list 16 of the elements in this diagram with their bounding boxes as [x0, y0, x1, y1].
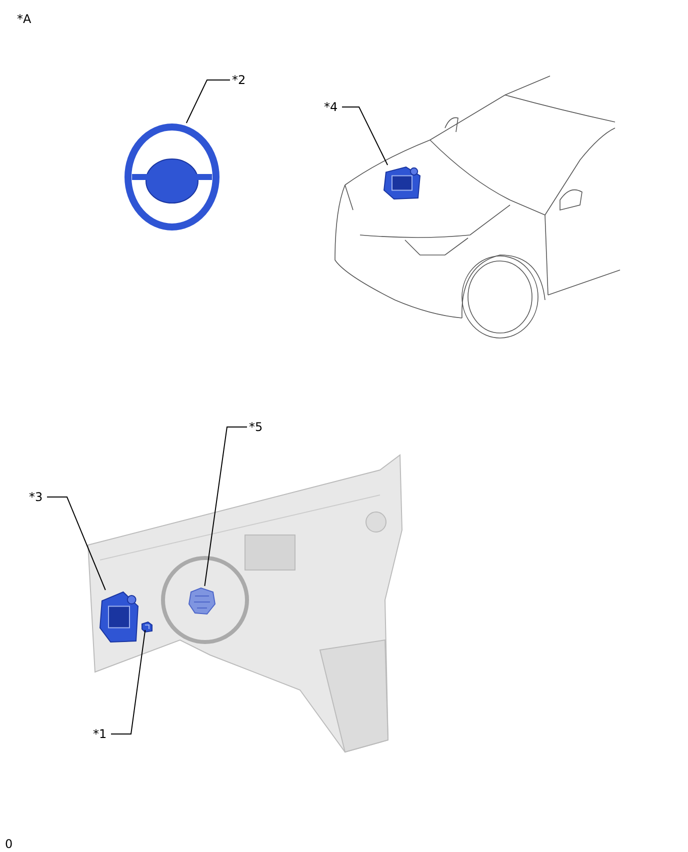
view-label: *A [17, 12, 32, 26]
leader-line [186, 80, 230, 124]
steering-wheel-drawing [124, 123, 220, 231]
leader-line [342, 106, 388, 166]
page-number: 0 [5, 837, 13, 851]
callout-label: *4 [324, 100, 338, 114]
module-drawing [98, 590, 140, 644]
leader-line [204, 426, 248, 586]
callout-label: *3 [29, 490, 43, 504]
module-drawing [382, 165, 422, 201]
callout-label: *1 [93, 727, 107, 741]
steering-pad-drawing [187, 586, 217, 616]
callout-label: *5 [249, 420, 263, 434]
leader-line [110, 630, 146, 734]
callout-label: *2 [232, 73, 246, 87]
leader-line [46, 496, 106, 590]
